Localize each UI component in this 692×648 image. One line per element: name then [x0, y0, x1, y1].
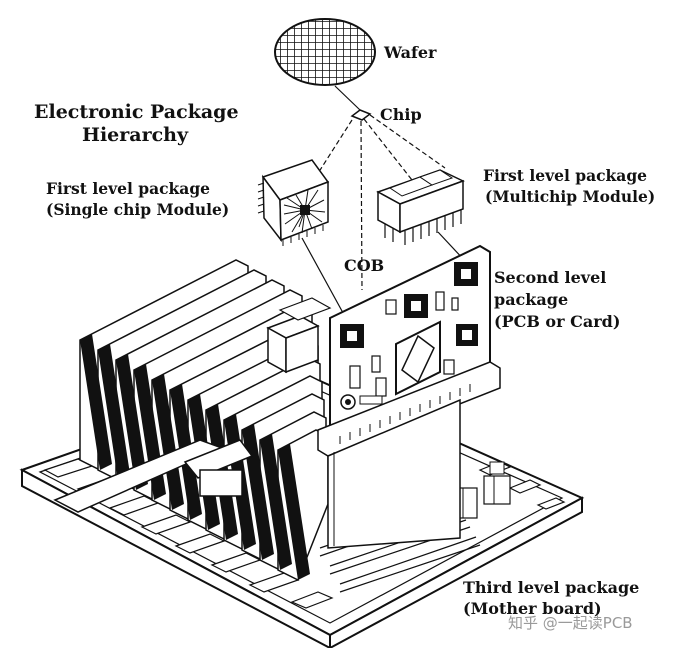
title-line-2: Hierarchy: [82, 124, 189, 146]
chip-ray-lines: [314, 114, 446, 291]
pcb-card-icon: [317, 244, 501, 549]
scm-label-line-1: First level package: [46, 179, 210, 198]
card-stack-icon: [53, 259, 332, 582]
multichip-module-icon: [376, 169, 465, 245]
second-level-label-line-1: Second level: [494, 268, 606, 287]
third-level-label-line-2: (Mother board): [463, 599, 602, 618]
watermark-text: 知乎 @一起读PCB: [508, 614, 633, 632]
second-level-label-line-3: (PCB or Card): [494, 312, 620, 331]
chip-label: Chip: [380, 105, 422, 124]
mcm-label-line-2: (Multichip Module): [485, 187, 655, 206]
third-level-label-line-1: Third level package: [463, 578, 639, 597]
title-line-1: Electronic Package: [34, 101, 239, 123]
single-chip-module-icon: [257, 159, 330, 246]
chip-icon: [350, 109, 372, 121]
wafer-label: Wafer: [383, 43, 437, 62]
wafer-icon: [274, 18, 376, 86]
second-level-label-line-2: package: [494, 290, 568, 309]
cob-label: COB: [344, 256, 384, 275]
mcm-label-line-1: First level package: [483, 166, 647, 185]
scm-label-line-2: (Single chip Module): [46, 200, 229, 219]
